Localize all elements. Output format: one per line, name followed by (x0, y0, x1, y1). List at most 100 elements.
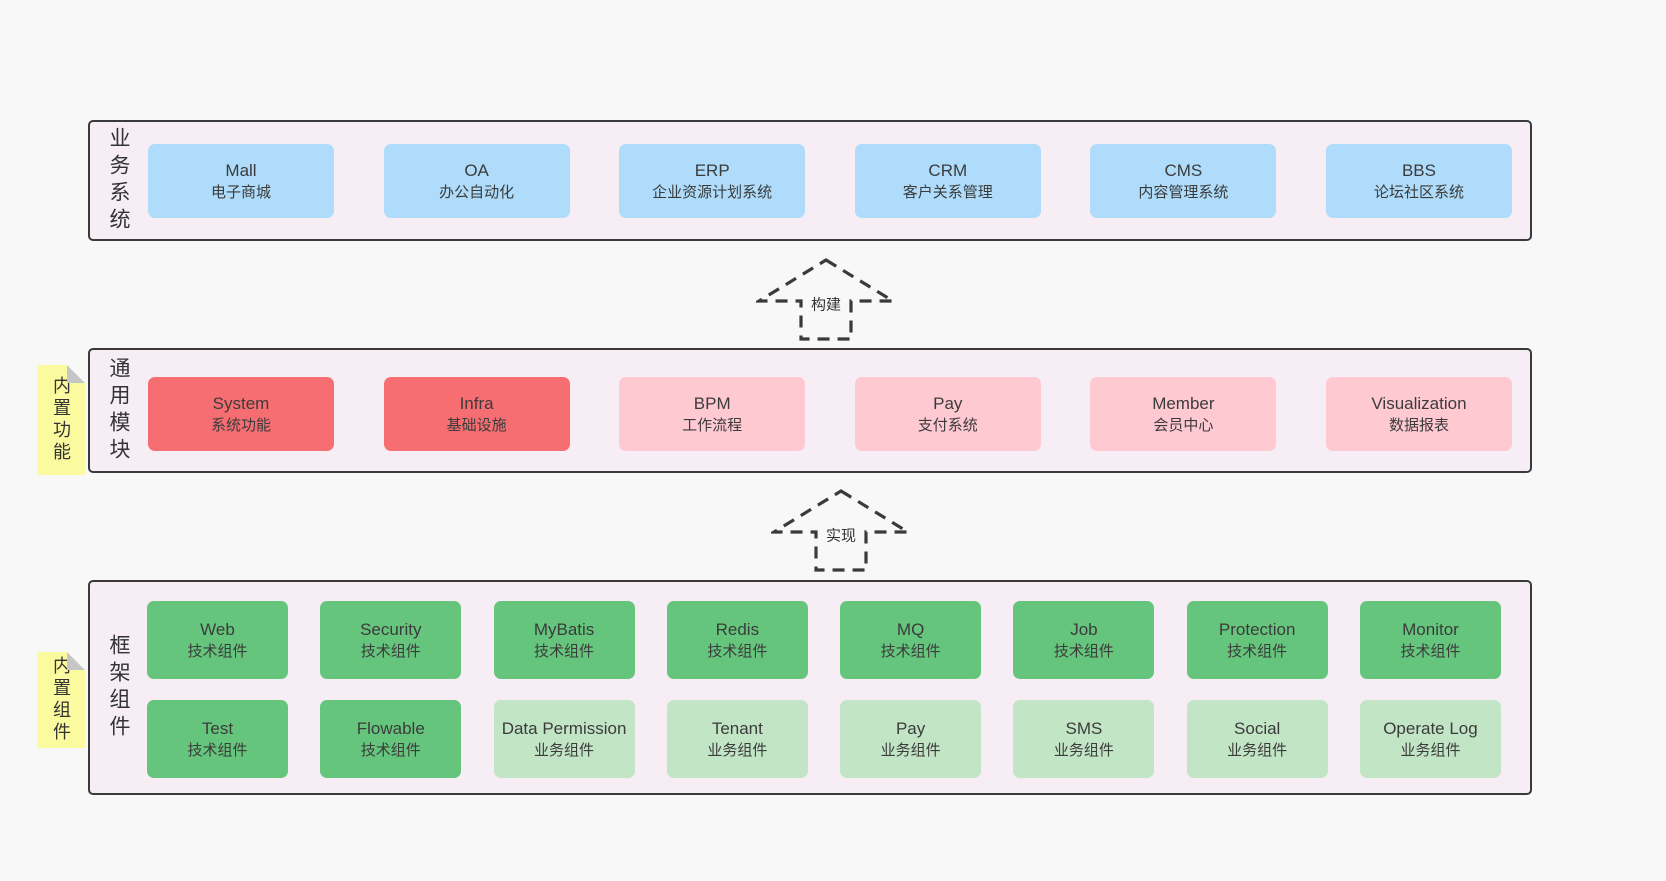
box-title: Member (1152, 393, 1215, 413)
box-title: MQ (896, 619, 925, 639)
box-title: System (212, 393, 270, 413)
box-bbs: BBS 论坛社区系统 (1325, 144, 1512, 218)
box-title: CMS (1164, 160, 1203, 180)
box-subtitle: 技术组件 (707, 642, 768, 660)
box-mall: Mall 电子商城 (148, 144, 334, 218)
box-subtitle: 系统功能 (210, 416, 271, 434)
box-pay-module: Pay 支付系统 (854, 377, 1041, 451)
box-title: BPM (693, 393, 731, 413)
box-title: BBS (1401, 160, 1436, 180)
box-subtitle: 支付系统 (917, 416, 978, 434)
box-subtitle: 客户关系管理 (902, 183, 993, 201)
box-subtitle: 企业资源计划系统 (652, 183, 773, 201)
box-title: Redis (715, 619, 760, 639)
box-bpm: BPM 工作流程 (619, 377, 806, 451)
folded-corner-icon (67, 652, 85, 670)
box-title: Pay (933, 393, 963, 413)
box-subtitle: 技术组件 (360, 741, 421, 759)
box-subtitle: 技术组件 (187, 741, 248, 759)
box-sms: SMS 业务组件 (1013, 700, 1155, 778)
box-subtitle: 业务组件 (1400, 741, 1461, 759)
panel-common-modules: 通用模块 System 系统功能 Infra 基础设施 BPM 工作流程 Pay… (88, 348, 1532, 473)
box-monitor: Monitor 技术组件 (1359, 601, 1501, 679)
box-subtitle: 工作流程 (682, 416, 743, 434)
sticky-tab-builtin-components: 内置组件 (37, 652, 85, 748)
framework-components-row-2: Test 技术组件 Flowable 技术组件 Data Permission … (147, 700, 1501, 778)
box-subtitle: 技术组件 (360, 642, 421, 660)
box-title: Test (201, 718, 234, 738)
box-title: Mall (225, 160, 257, 180)
box-subtitle: 业务组件 (1227, 741, 1288, 759)
box-redis: Redis 技术组件 (666, 601, 808, 679)
box-subtitle: 业务组件 (707, 741, 768, 759)
box-crm: CRM 客户关系管理 (854, 144, 1041, 218)
common-modules-row: System 系统功能 Infra 基础设施 BPM 工作流程 Pay 支付系统… (148, 377, 1512, 451)
box-subtitle: 论坛社区系统 (1373, 183, 1464, 201)
box-title: Security (360, 619, 422, 639)
box-title: Tenant (711, 718, 763, 738)
arrow-implement-label: 实现 (822, 523, 860, 547)
box-erp: ERP 企业资源计划系统 (619, 144, 806, 218)
panel-label-business-systems: 业务系统 (107, 126, 130, 235)
box-system: System 系统功能 (148, 377, 334, 451)
box-test: Test 技术组件 (147, 700, 288, 778)
box-title: Job (1070, 619, 1098, 639)
sticky-tab-builtin-features: 内置功能 (37, 365, 85, 475)
box-title: CRM (928, 160, 968, 180)
box-subtitle: 业务组件 (880, 741, 941, 759)
box-title: Operate Log (1383, 718, 1478, 738)
box-title: Monitor (1402, 619, 1459, 639)
arrow-build: 构建 (756, 257, 896, 342)
box-protection: Protection 技术组件 (1186, 601, 1328, 679)
box-infra: Infra 基础设施 (383, 377, 570, 451)
box-web: Web 技术组件 (147, 601, 288, 679)
box-title: Pay (895, 718, 926, 738)
box-oa: OA 办公自动化 (383, 144, 570, 218)
sticky-tab-label: 内置组件 (51, 656, 71, 744)
box-title: Protection (1218, 619, 1296, 639)
box-title: Flowable (356, 718, 425, 738)
panel-framework-components: 框架组件 Web 技术组件 Security 技术组件 MyBatis 技术组件… (88, 580, 1532, 795)
box-visualization: Visualization 数据报表 (1325, 377, 1512, 451)
box-job: Job 技术组件 (1013, 601, 1155, 679)
box-cms: CMS 内容管理系统 (1090, 144, 1277, 218)
box-subtitle: 数据报表 (1388, 416, 1449, 434)
box-tenant: Tenant 业务组件 (666, 700, 808, 778)
box-pay-component: Pay 业务组件 (840, 700, 982, 778)
box-social: Social 业务组件 (1186, 700, 1328, 778)
arrow-implement: 实现 (771, 488, 911, 573)
box-title: ERP (694, 160, 730, 180)
box-subtitle: 业务组件 (1053, 741, 1114, 759)
box-subtitle: 内容管理系统 (1138, 183, 1229, 201)
panel-business-systems: 业务系统 Mall 电子商城 OA 办公自动化 ERP 企业资源计划系统 CRM… (88, 120, 1532, 241)
box-title: MyBatis (533, 619, 595, 639)
box-flowable: Flowable 技术组件 (320, 700, 462, 778)
box-title: Visualization (1371, 393, 1467, 413)
box-operate-log: Operate Log 业务组件 (1359, 700, 1501, 778)
panel-label-framework-components: 框架组件 (107, 633, 130, 742)
box-title: Web (200, 619, 235, 639)
box-subtitle: 技术组件 (187, 642, 248, 660)
box-mq: MQ 技术组件 (840, 601, 982, 679)
box-mybatis: MyBatis 技术组件 (493, 601, 635, 679)
panel-label-common-modules: 通用模块 (107, 356, 130, 465)
arrow-build-label: 构建 (807, 292, 845, 316)
box-subtitle: 会员中心 (1153, 416, 1214, 434)
box-subtitle: 办公自动化 (439, 183, 515, 201)
box-subtitle: 业务组件 (534, 741, 595, 759)
framework-components-row-1: Web 技术组件 Security 技术组件 MyBatis 技术组件 Redi… (147, 601, 1501, 679)
box-subtitle: 电子商城 (210, 183, 271, 201)
box-subtitle: 基础设施 (446, 416, 507, 434)
box-subtitle: 技术组件 (1400, 642, 1461, 660)
box-subtitle: 技术组件 (880, 642, 941, 660)
sticky-tab-label: 内置功能 (51, 376, 71, 464)
box-title: Data Permission (501, 718, 627, 738)
box-subtitle: 技术组件 (1227, 642, 1288, 660)
box-member: Member 会员中心 (1090, 377, 1277, 451)
box-subtitle: 技术组件 (534, 642, 595, 660)
box-title: Social (1234, 718, 1281, 738)
box-subtitle: 技术组件 (1053, 642, 1114, 660)
arrow-up-dashed-icon (771, 489, 911, 572)
box-title: Infra (459, 393, 494, 413)
arrow-up-dashed-icon (756, 258, 896, 341)
